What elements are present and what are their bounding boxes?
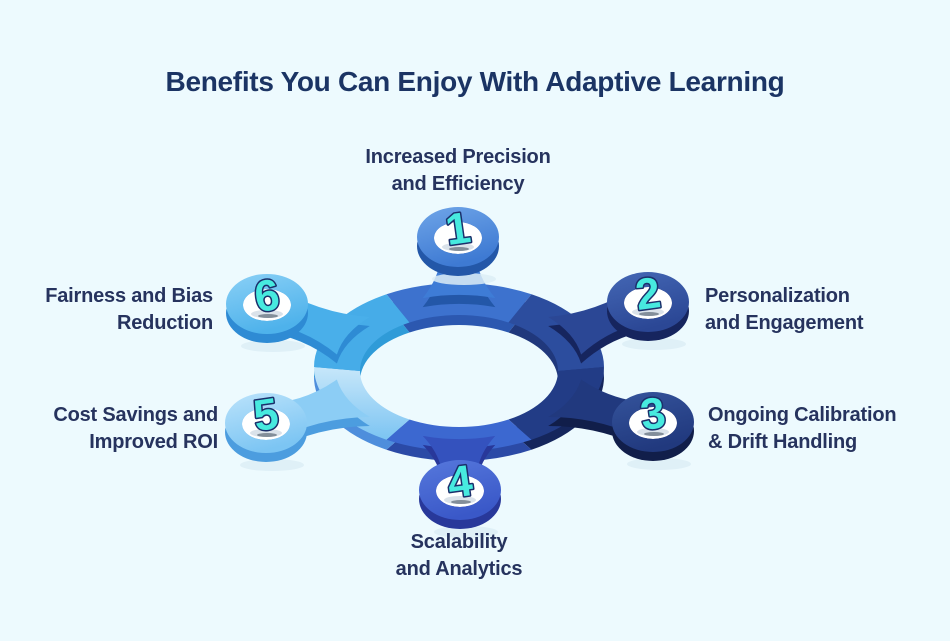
- benefit-label-6: Fairness and Bias Reduction: [0, 283, 213, 337]
- benefit-node-6-number-shadow: [258, 314, 278, 318]
- benefit-node-4-ring: [419, 460, 501, 520]
- benefit-node-6-ground-shadow: [241, 340, 305, 352]
- benefit-label-3-line2: & Drift Handling: [708, 431, 858, 453]
- benefit-label-6-line2: Reduction: [117, 312, 213, 334]
- benefit-node-5-ground-shadow: [240, 459, 304, 471]
- benefit-label-4-line1: Scalability: [410, 531, 508, 553]
- benefit-node-1-ground-shadow: [432, 273, 496, 285]
- page-title: Benefits You Can Enjoy With Adaptive Lea…: [165, 66, 785, 97]
- benefit-label-2: Personalization and Engagement: [705, 283, 864, 337]
- benefit-label-3-line1: Ongoing Calibration: [708, 404, 897, 426]
- benefit-label-5-line1: Cost Savings and: [53, 404, 218, 426]
- benefit-node-4-number-shadow: [451, 500, 471, 504]
- benefit-label-5: Cost Savings and Improved ROI: [0, 402, 218, 456]
- benefit-node-4-ground-shadow: [434, 526, 498, 538]
- hub-ring-segment-4: [386, 419, 532, 451]
- benefit-label-6-line1: Fairness and Bias: [45, 285, 213, 307]
- benefit-node-3-ring: [612, 392, 694, 452]
- benefit-label-1: Increased Precision and Efficiency: [327, 144, 589, 198]
- benefit-label-1-line1: Increased Precision: [365, 146, 551, 168]
- benefit-label-3: Ongoing Calibration & Drift Handling: [708, 402, 897, 456]
- benefit-label-4: Scalability and Analytics: [328, 529, 590, 583]
- benefit-node-2-ring: [607, 272, 689, 332]
- benefit-node-1-number-shadow: [449, 247, 469, 251]
- benefit-label-2-line1: Personalization: [705, 285, 850, 307]
- benefit-node-3-number-shadow: [644, 432, 664, 436]
- benefit-label-4-line2: and Analytics: [395, 558, 523, 580]
- benefit-label-5-line2: Improved ROI: [89, 431, 218, 453]
- benefit-label-1-line2: and Efficiency: [391, 173, 525, 195]
- benefit-node-6-ring: [225, 273, 308, 335]
- benefit-node-1-ring: [417, 207, 499, 267]
- benefit-node-5-number-shadow: [257, 433, 277, 437]
- benefit-node-5-ring: [224, 392, 308, 454]
- benefit-node-2-ground-shadow: [622, 338, 686, 350]
- benefit-node-2-number-shadow: [639, 312, 659, 316]
- benefit-label-2-line2: and Engagement: [705, 312, 864, 334]
- benefit-node-3-ground-shadow: [627, 458, 691, 470]
